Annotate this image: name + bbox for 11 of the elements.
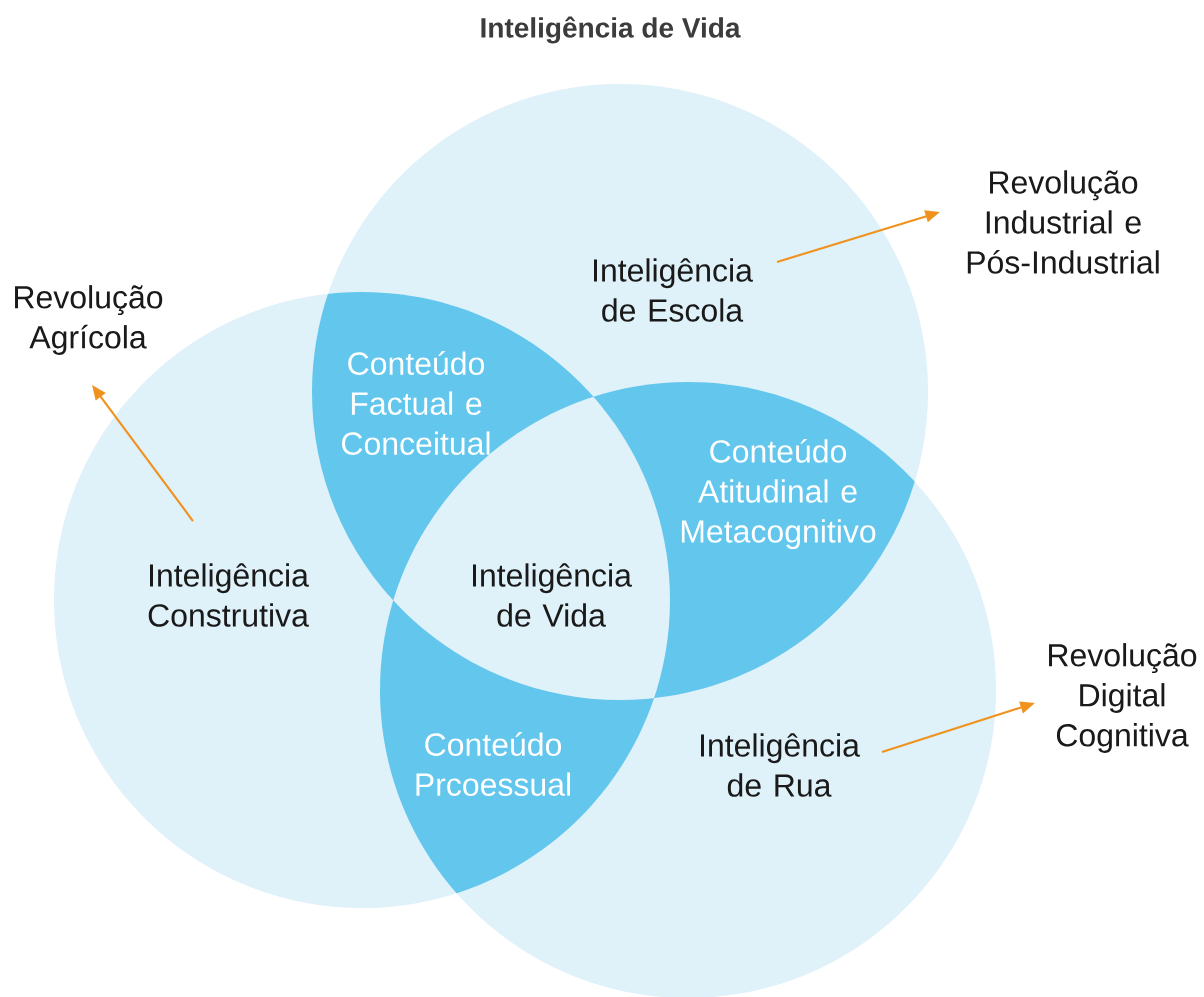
- circle-label: Inteligência Construtiva: [148, 563, 309, 627]
- annotation-text: Revolução Digital Cognitiva: [1049, 643, 1197, 753]
- overlap-label: Conteúdo Prcoessual: [416, 732, 570, 796]
- overlap-label: Conteúdo Factual e Conceitual: [342, 351, 490, 455]
- overlap-label: Conteúdo Atitudinal e Metacognitivo: [681, 438, 876, 550]
- annotation-text: Revolução Agrícola: [15, 285, 163, 355]
- title: Inteligência de Vida: [481, 16, 741, 44]
- circle-label: Inteligência de Rua: [701, 733, 860, 797]
- annotation-text: Revolução Industrial e Pós-Industrial: [967, 170, 1159, 274]
- circle-label: Inteligência de Escola: [594, 258, 753, 322]
- center-label: Inteligência de Vida: [473, 563, 632, 627]
